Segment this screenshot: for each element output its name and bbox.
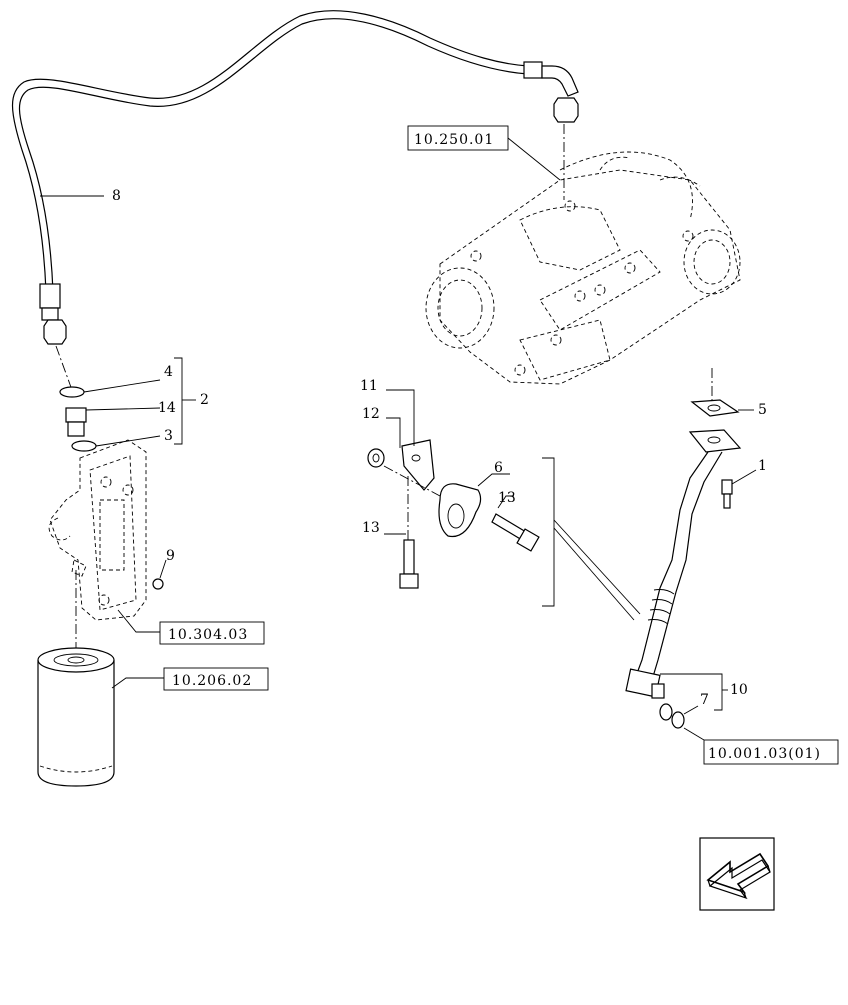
- callout-7: 7: [700, 692, 709, 708]
- ref-engine: 10.001.03(01): [708, 746, 821, 762]
- oil-filter-head[interactable]: [48, 439, 147, 621]
- bracket-11[interactable]: [401, 439, 435, 491]
- bolt-1[interactable]: [721, 479, 733, 509]
- bolt-13-b[interactable]: [491, 513, 540, 552]
- callout-12: 12: [362, 406, 380, 422]
- o-ring-9[interactable]: [152, 578, 164, 590]
- arrow-left-icon[interactable]: [699, 837, 775, 911]
- callout-1: 1: [758, 458, 767, 474]
- spacer-12[interactable]: [367, 448, 385, 468]
- callout-14: 14: [158, 400, 176, 416]
- turbocharger[interactable]: [425, 151, 741, 385]
- ref-filter: 10.206.02: [172, 673, 252, 689]
- oil-feed-pipe[interactable]: [12, 10, 579, 345]
- ref-turbocharger: 10.250.01: [414, 132, 494, 148]
- callout-2: 2: [200, 392, 209, 408]
- callout-3: 3: [164, 428, 173, 444]
- seal-ring-7b[interactable]: [671, 711, 685, 729]
- callout-11: 11: [360, 378, 378, 394]
- oil-return-pipe[interactable]: [625, 429, 742, 699]
- seal-ring-7a[interactable]: [659, 703, 673, 721]
- callout-4: 4: [164, 364, 173, 380]
- callout-9: 9: [166, 548, 175, 564]
- gasket-5[interactable]: [690, 399, 740, 417]
- oil-filter[interactable]: [37, 647, 115, 787]
- callout-10: 10: [730, 682, 748, 698]
- clamp-6[interactable]: [438, 483, 482, 538]
- ref-filter-head: 10.304.03: [168, 627, 248, 643]
- callout-8: 8: [112, 188, 121, 204]
- callout-13-right: 13: [498, 490, 516, 506]
- callout-5: 5: [758, 402, 767, 418]
- callout-6: 6: [494, 460, 503, 476]
- callout-13-left: 13: [362, 520, 380, 536]
- bolt-13-a[interactable]: [399, 539, 419, 589]
- adapter-fitting[interactable]: [59, 386, 97, 452]
